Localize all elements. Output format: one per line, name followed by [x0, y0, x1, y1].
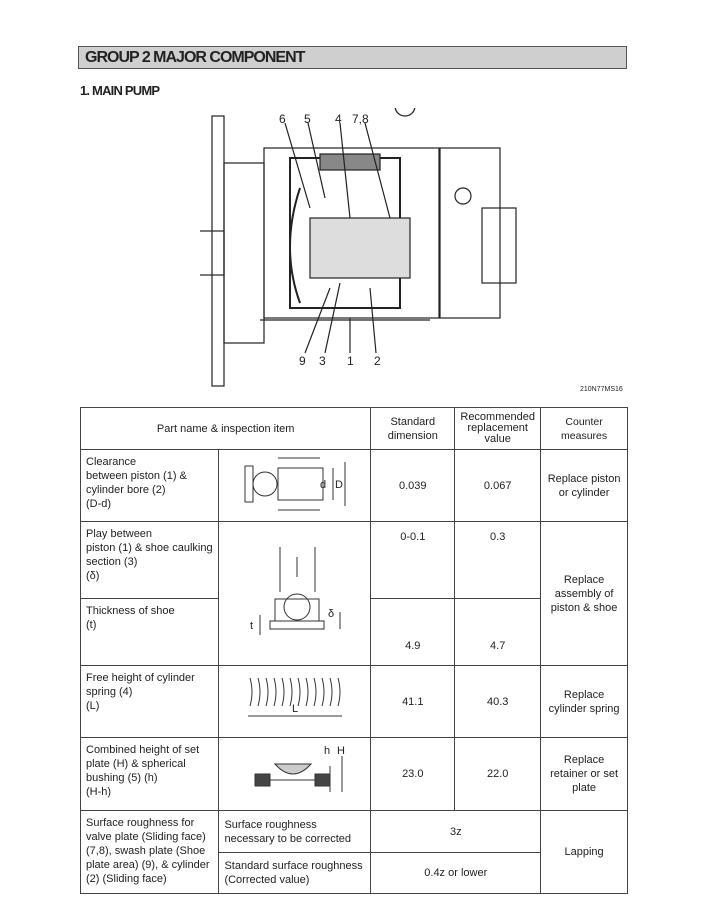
- svg-text:d: d: [320, 479, 326, 491]
- standard-value: 0-0.1: [370, 521, 456, 599]
- table-row: Standard surface roughness (Corrected va…: [81, 852, 628, 894]
- section-title: 1. MAIN PUMP: [80, 83, 160, 98]
- roughness-standard-value: 0.4z or lower: [370, 852, 542, 894]
- figure-code: 210N77MS16: [580, 386, 623, 393]
- replacement-value: 0.3: [454, 521, 542, 599]
- callout-9: 9: [299, 354, 306, 368]
- replacement-value: 22.0: [454, 737, 542, 811]
- replacement-value: 4.7: [454, 598, 542, 666]
- counter-measure: Replace assembly of piston & shoe: [540, 521, 628, 666]
- callout-4: 4: [335, 112, 342, 126]
- counter-measure: Replace piston or cylinder: [540, 449, 628, 522]
- callout-2: 2: [374, 354, 381, 368]
- roughness-corrected-value: 3z: [370, 810, 542, 853]
- standard-value: 23.0: [370, 737, 456, 811]
- svg-text:h: h: [324, 745, 330, 757]
- svg-text:H: H: [337, 745, 345, 757]
- svg-text:L: L: [292, 703, 298, 715]
- counter-measure: Replace retainer or set plate: [540, 737, 628, 811]
- svg-text:δ: δ: [328, 608, 334, 620]
- header-counter: Counter measures: [540, 407, 628, 450]
- group-header: GROUP 2 MAJOR COMPONENT: [78, 46, 627, 69]
- standard-value: 4.9: [370, 598, 456, 666]
- main-pump-diagram: [200, 108, 517, 387]
- standard-value: 0.039: [370, 449, 456, 522]
- replacement-value: 0.067: [454, 449, 542, 522]
- svg-text:t: t: [250, 620, 253, 632]
- counter-measure: Lapping: [540, 810, 628, 894]
- callout-7-8: 7,8: [352, 112, 369, 126]
- inspection-table: Part name & inspection item Standard dim…: [79, 407, 628, 894]
- svg-text:D: D: [335, 479, 343, 491]
- replacement-value: 40.3: [454, 665, 542, 738]
- cylinder-spring-figure: L: [218, 665, 372, 738]
- callout-5: 5: [304, 112, 311, 126]
- callout-3: 3: [319, 354, 326, 368]
- callout-1: 1: [347, 354, 354, 368]
- roughness-standard-label: Standard surface roughness (Corrected va…: [218, 852, 372, 894]
- header-replacement: Recommended replacement value: [454, 407, 542, 450]
- counter-measure: Replace cylinder spring: [540, 665, 628, 738]
- table-row: Thickness of shoe(t) 4.9 4.7: [79, 598, 628, 666]
- roughness-corrected-label: Surface roughness necessary to be correc…: [218, 810, 372, 853]
- callout-6: 6: [279, 112, 286, 126]
- header-standard: Standard dimension: [370, 407, 456, 450]
- standard-value: 41.1: [370, 665, 456, 738]
- header-part: Part name & inspection item: [79, 407, 372, 450]
